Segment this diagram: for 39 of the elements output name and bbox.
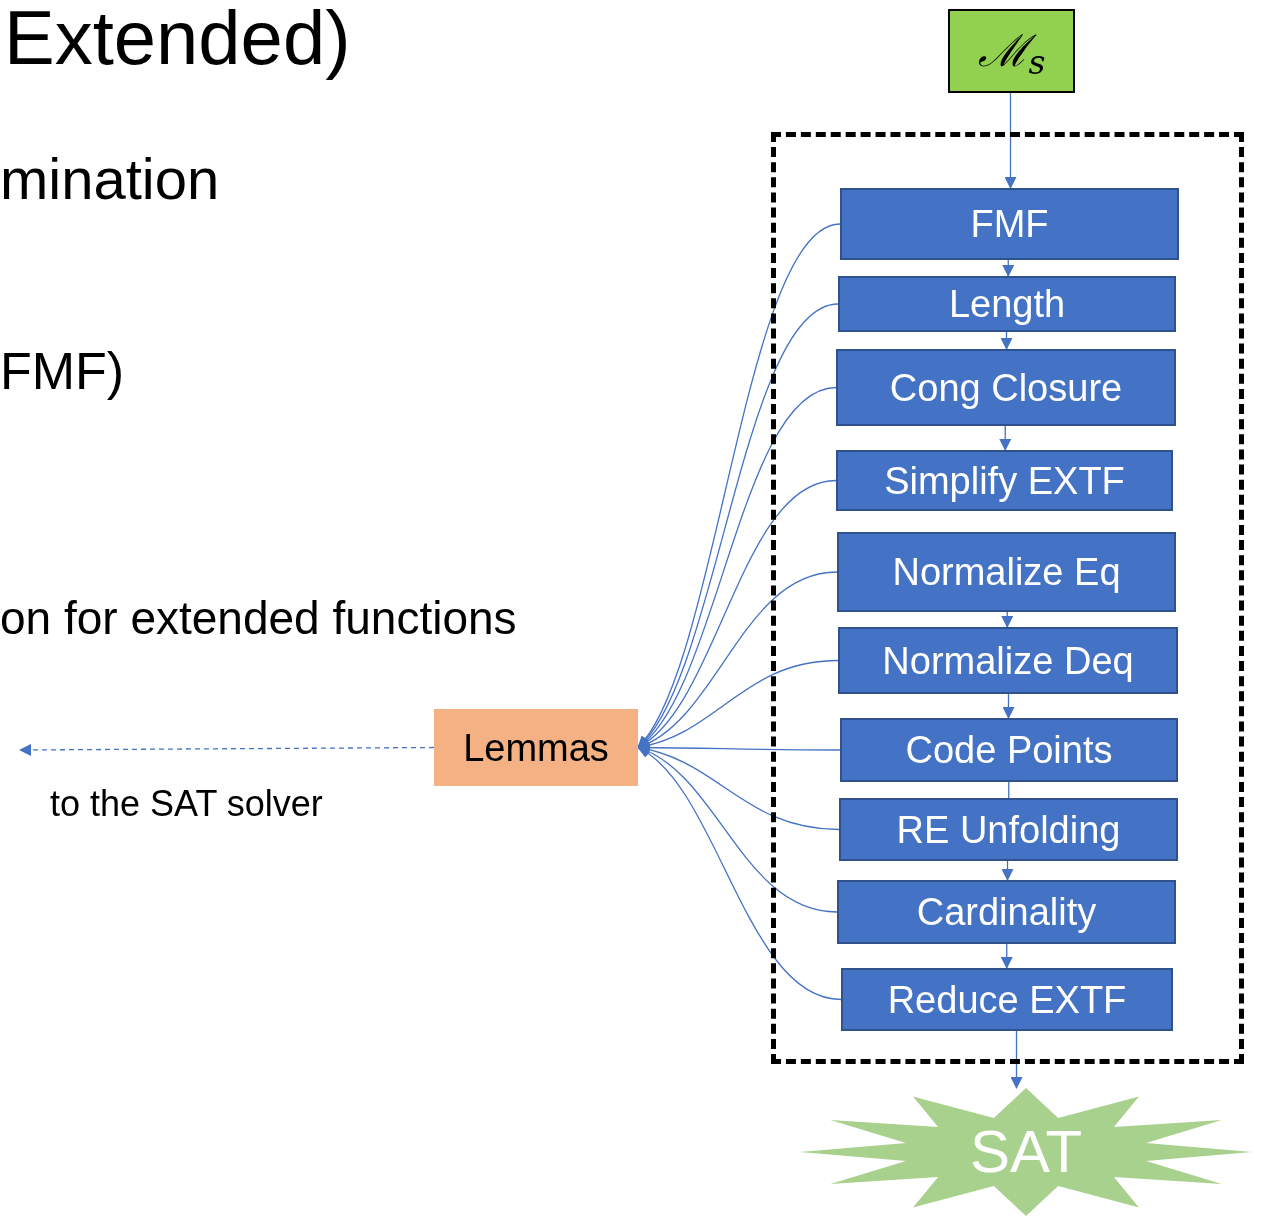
node-label: Length <box>948 285 1066 323</box>
process-box <box>836 349 1176 426</box>
process-box <box>836 450 1173 511</box>
lemmas-box <box>434 709 638 786</box>
node-label: ℳ$_{s}$ <box>977 29 1046 73</box>
node-label: Normalize Deq <box>882 641 1134 680</box>
connector-arrow <box>1010 1030 1023 1089</box>
connector-arrow <box>1000 943 1013 969</box>
node-label: Code Points <box>905 731 1113 769</box>
node-label: Simplify EXTF <box>884 461 1125 500</box>
connector-arrow <box>1000 331 1013 350</box>
process-box <box>840 718 1178 782</box>
process-box <box>841 968 1173 1031</box>
process-box <box>838 276 1176 332</box>
node-label: FMF <box>970 205 1049 243</box>
node-label: Cardinality <box>916 893 1097 931</box>
node-label: SAT <box>969 1122 1083 1182</box>
node-label: Normalize Eq <box>892 553 1121 591</box>
connector-arrow <box>999 425 1012 451</box>
slide-text-fragment: on for extended functions <box>0 595 517 641</box>
slide-text-fragment: mination <box>0 150 220 208</box>
process-box <box>837 880 1176 944</box>
process-box <box>840 188 1179 260</box>
dashed-group-frame <box>771 132 1244 1064</box>
process-box <box>838 627 1178 694</box>
node-label: Reduce EXTF <box>887 980 1127 1019</box>
input-box <box>948 9 1075 93</box>
connector-arrow <box>19 743 435 756</box>
node-label: RE Unfolding <box>896 810 1121 849</box>
process-box <box>837 532 1176 612</box>
connector-arrow <box>1001 860 1014 881</box>
connector-arrow <box>1002 259 1015 277</box>
connector-arrow <box>637 746 842 1001</box>
connector-arrow <box>1004 92 1017 189</box>
process-box <box>839 798 1178 861</box>
connector-arrow <box>1002 693 1015 719</box>
node-label: Cong Closure <box>889 368 1123 407</box>
node-label: Lemmas <box>463 728 609 767</box>
connector-arrow <box>1001 611 1014 628</box>
